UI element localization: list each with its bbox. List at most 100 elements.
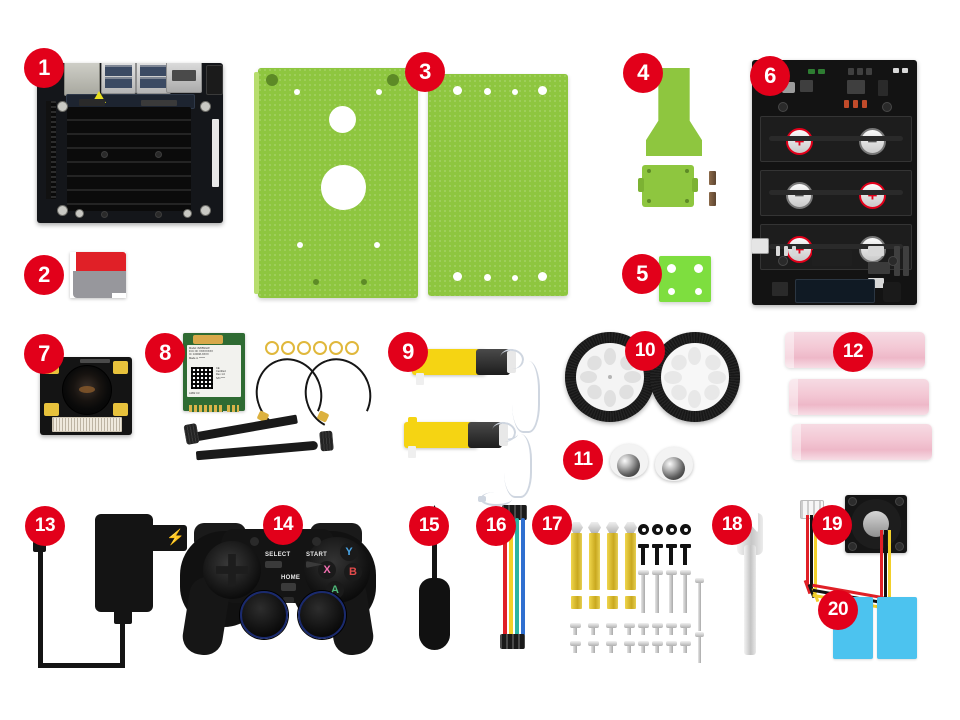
select-label: SELECT bbox=[265, 552, 291, 558]
camera-ffc-connector bbox=[52, 417, 122, 432]
battery-2-positive-terminal: + bbox=[859, 182, 886, 209]
badge-1: 1 bbox=[24, 48, 64, 88]
badge-8: 8 bbox=[145, 333, 185, 373]
self-tapping-screw-1 bbox=[695, 578, 704, 583]
battery-1-positive-terminal: + bbox=[786, 128, 813, 155]
dpad[interactable] bbox=[203, 541, 261, 599]
adapter-cable-down bbox=[120, 620, 125, 668]
screwdriver-handle bbox=[419, 578, 450, 650]
badge-16: 16 bbox=[476, 506, 516, 546]
badge-5: 5 bbox=[622, 254, 662, 294]
bracket-screw-2 bbox=[709, 192, 716, 206]
standoff-3 bbox=[607, 533, 618, 590]
badge-19: 19 bbox=[812, 505, 852, 545]
gpio-header bbox=[46, 101, 56, 199]
usb3-port-1 bbox=[101, 63, 136, 94]
badge-3: 3 bbox=[405, 52, 445, 92]
mode-button[interactable] bbox=[283, 597, 294, 603]
jumper-connector-bottom bbox=[500, 634, 525, 649]
card-shield bbox=[193, 335, 223, 344]
antenna-ring-2 bbox=[281, 341, 295, 355]
standoff-2 bbox=[589, 533, 600, 590]
antenna-ring-6 bbox=[345, 341, 359, 355]
button-y[interactable]: Y bbox=[340, 543, 358, 561]
short-screw-4 bbox=[624, 623, 635, 628]
brass-stud-3 bbox=[607, 596, 618, 609]
oled-display bbox=[795, 279, 875, 303]
black-screw-1 bbox=[638, 544, 649, 548]
adapter-body bbox=[95, 514, 153, 612]
plate-hole-s2 bbox=[376, 89, 382, 95]
short-screw-5 bbox=[570, 641, 581, 646]
badge-20: 20 bbox=[818, 590, 858, 630]
washer-1 bbox=[638, 524, 649, 535]
pcb-hole-1 bbox=[101, 211, 108, 218]
brass-stud-4 bbox=[625, 596, 636, 609]
wrench-handle bbox=[744, 545, 756, 655]
short-screw-13 bbox=[638, 641, 649, 646]
badge-4: 4 bbox=[623, 53, 663, 93]
button-x[interactable]: X bbox=[318, 561, 336, 579]
jumper-wire-green bbox=[515, 518, 519, 636]
power-switch[interactable] bbox=[752, 238, 769, 254]
badge-13: 13 bbox=[25, 506, 65, 546]
rplate-hole-t2 bbox=[484, 88, 491, 95]
bracket-screw-1 bbox=[709, 171, 716, 185]
card-gold-fingers bbox=[189, 405, 223, 412]
antenna-ring-1 bbox=[265, 341, 279, 355]
mplate-hole-3 bbox=[668, 288, 675, 295]
microsd-body bbox=[73, 271, 126, 293]
home-button[interactable] bbox=[281, 583, 296, 591]
washer-4 bbox=[680, 524, 691, 535]
antenna-2-base bbox=[319, 430, 334, 452]
select-button[interactable] bbox=[265, 561, 282, 568]
battery-slot-1: + − bbox=[760, 116, 912, 162]
badge-18: 18 bbox=[712, 505, 752, 545]
adapter-plug-prongs bbox=[152, 525, 187, 551]
pcb-hole-2 bbox=[155, 211, 162, 218]
usb-c-port bbox=[782, 82, 795, 93]
microsd-corner-cut bbox=[70, 252, 76, 271]
start-button[interactable] bbox=[306, 561, 323, 568]
short-screw-12 bbox=[680, 623, 691, 628]
microsd-top-band bbox=[73, 252, 126, 271]
camera-pad-bl bbox=[44, 403, 59, 416]
washer-3 bbox=[666, 524, 677, 535]
fan-connector bbox=[79, 99, 105, 106]
microsd-notch bbox=[73, 289, 112, 298]
indicator-led-left bbox=[250, 537, 259, 546]
antenna-ring-3 bbox=[297, 341, 311, 355]
short-screw-2 bbox=[588, 623, 599, 628]
antenna-2 bbox=[195, 440, 319, 461]
long-screw-2 bbox=[652, 570, 663, 575]
plate-hole-s5 bbox=[313, 279, 319, 285]
antenna-ring-4 bbox=[313, 341, 327, 355]
heatsink bbox=[67, 107, 191, 211]
fan-wire-yellow bbox=[814, 515, 817, 593]
hdmi-port bbox=[166, 63, 202, 93]
bolt-icon: ⚡ bbox=[166, 529, 185, 546]
mplate-hole-4 bbox=[695, 288, 702, 295]
mount-hole-br bbox=[200, 205, 211, 216]
fan-wire-black bbox=[810, 515, 813, 589]
button-b[interactable]: B bbox=[344, 563, 362, 581]
badge-10: 10 bbox=[625, 331, 665, 371]
pcb-hole-3 bbox=[101, 151, 108, 158]
mount-hole-tr bbox=[200, 101, 211, 112]
screw-bl bbox=[75, 209, 84, 218]
right-analog-stick[interactable] bbox=[298, 591, 346, 639]
rplate-hole-t4 bbox=[538, 86, 547, 95]
battery-slot-2: − + bbox=[760, 170, 912, 216]
brass-stud-2 bbox=[589, 596, 600, 609]
start-label: START bbox=[306, 552, 328, 558]
ball-caster-2 bbox=[655, 447, 693, 481]
short-screw-9 bbox=[638, 623, 649, 628]
left-analog-stick[interactable] bbox=[240, 591, 288, 639]
camera-bracket-plate bbox=[638, 165, 698, 207]
microsd-card bbox=[70, 252, 126, 298]
mounting-plate bbox=[659, 256, 711, 302]
short-screw-16 bbox=[680, 641, 691, 646]
